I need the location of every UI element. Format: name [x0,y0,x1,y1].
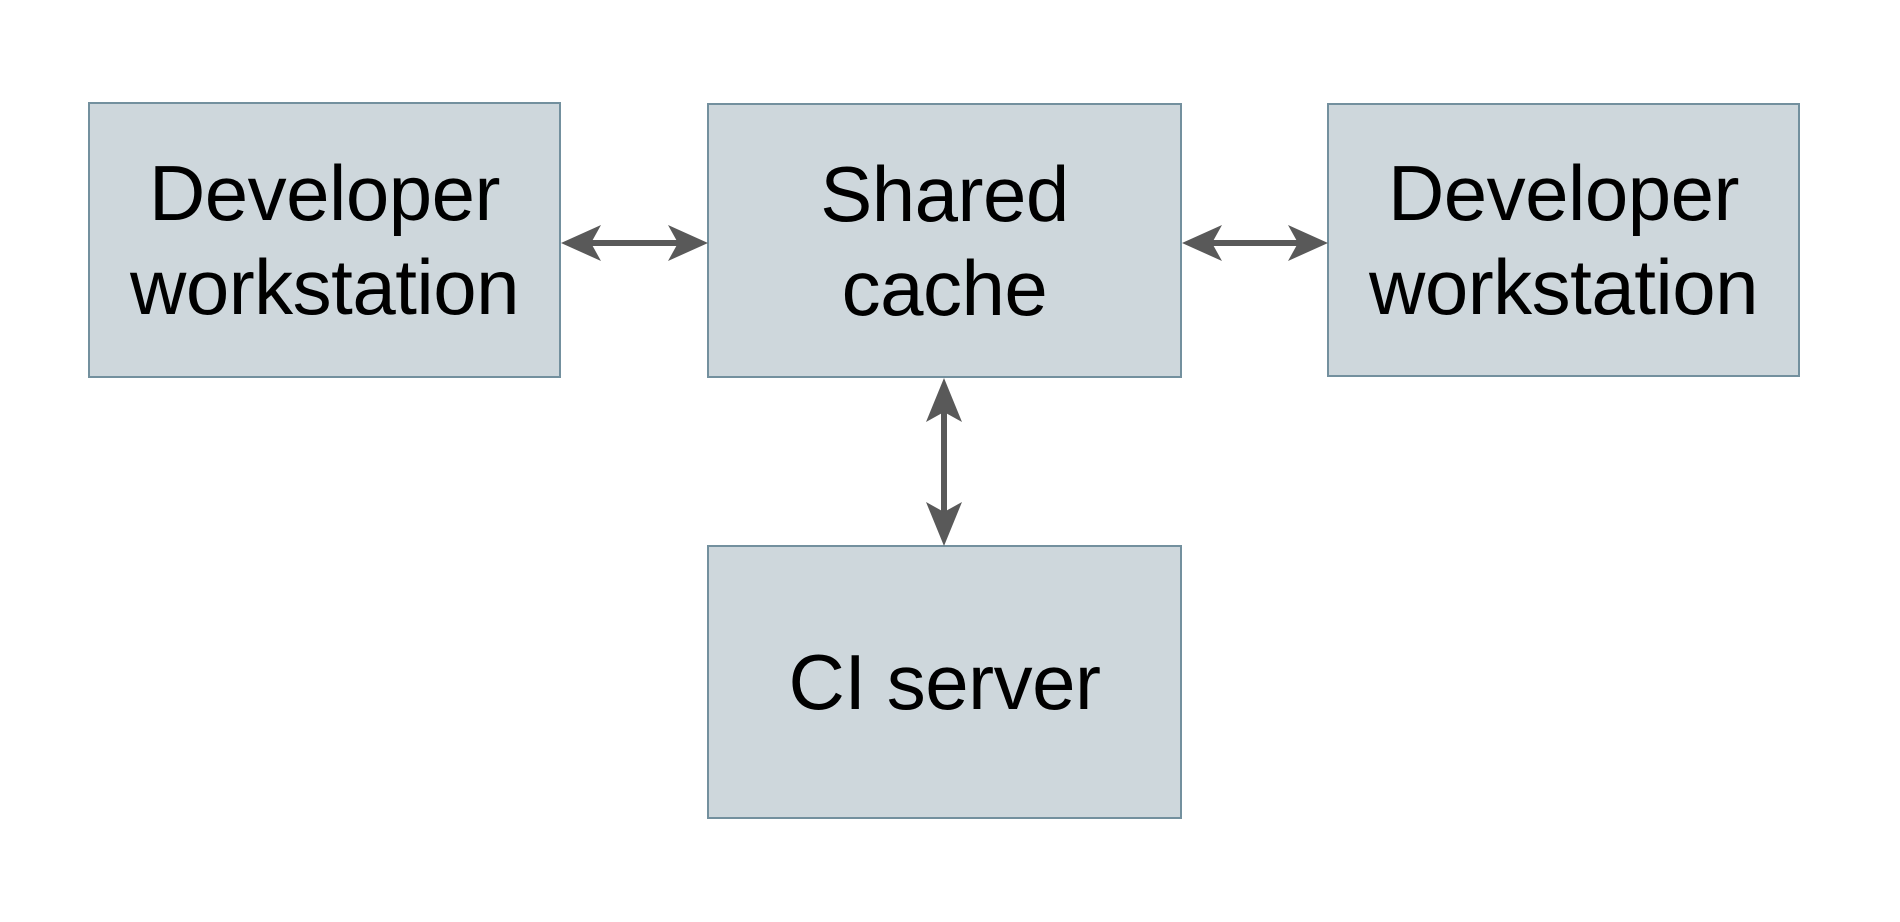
double-headed-arrow-icon [1182,225,1328,261]
connector-shared-cache-to-right-workstation [1182,225,1328,261]
node-developer-workstation-right[interactable]: Developer workstation [1327,103,1800,377]
connector-shared-cache-to-ci-server [926,378,962,546]
node-developer-workstation-left[interactable]: Developer workstation [88,102,561,378]
node-label-developer-workstation-right: Developer workstation [1369,149,1759,331]
connector-left-workstation-to-shared-cache [561,225,708,261]
node-label-developer-workstation-left: Developer workstation [130,149,520,331]
node-ci-server[interactable]: CI server [707,545,1182,819]
double-headed-arrow-icon [926,378,962,546]
node-label-ci-server: CI server [788,638,1101,726]
double-headed-arrow-icon [561,225,708,261]
node-label-shared-cache: Shared cache [820,149,1069,332]
node-shared-cache[interactable]: Shared cache [707,103,1182,378]
